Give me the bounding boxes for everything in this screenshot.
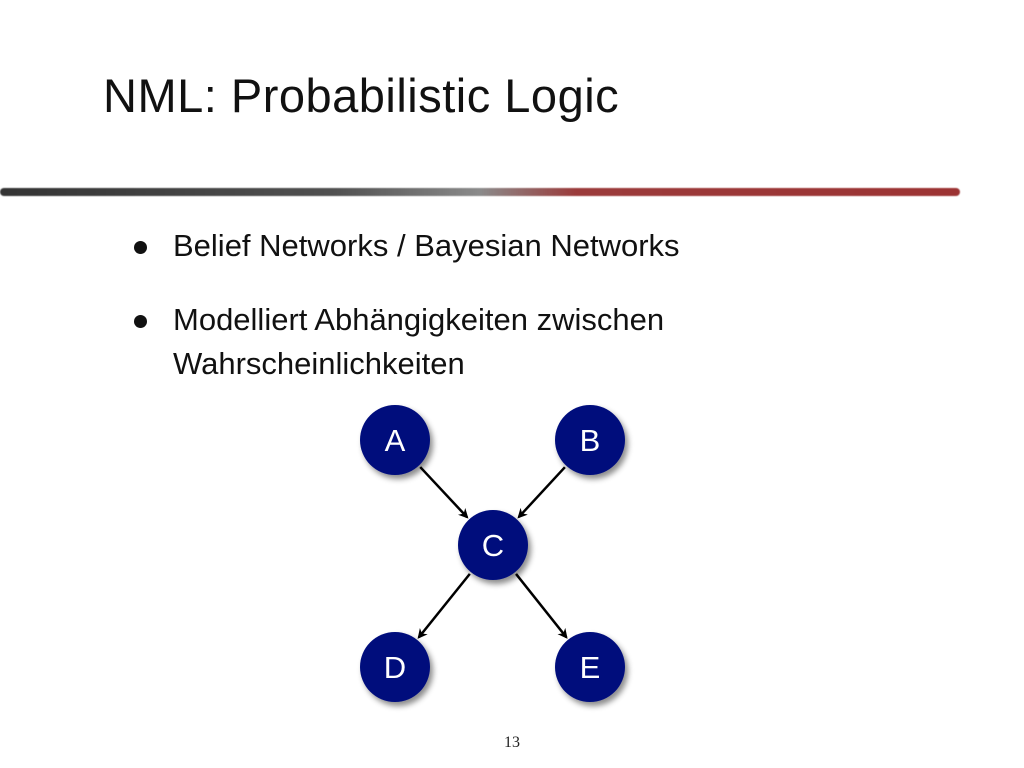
bullet-item: Modelliert Abhängigkeiten zwischen Wahrs… [130, 298, 813, 386]
node-label: D [384, 650, 406, 685]
node-label: B [580, 423, 601, 458]
node-circle [360, 632, 430, 702]
bullet-item: Belief Networks / Bayesian Networks [130, 224, 813, 268]
edge-B-C [517, 466, 566, 519]
node-E: E [555, 632, 625, 702]
node-label: A [385, 423, 406, 458]
node-circle [360, 405, 430, 475]
node-C: C [458, 510, 528, 580]
page-number: 13 [504, 734, 520, 751]
node-circle [555, 632, 625, 702]
title-divider [0, 188, 960, 196]
edge-C-D [417, 573, 471, 639]
node-B: B [555, 405, 625, 475]
slide-title: NML: Probabilistic Logic [103, 69, 620, 122]
bullet-dot-icon [134, 315, 147, 328]
edge-C-E [515, 573, 568, 639]
node-A: A [360, 405, 430, 475]
node-circle [555, 405, 625, 475]
bullet-list: Belief Networks / Bayesian Networks Mode… [130, 224, 813, 416]
edge-A-C [419, 466, 469, 519]
node-circle [458, 510, 528, 580]
node-label: C [482, 528, 504, 563]
node-label: E [580, 650, 601, 685]
bullet-dot-icon [134, 241, 147, 254]
node-D: D [360, 632, 430, 702]
